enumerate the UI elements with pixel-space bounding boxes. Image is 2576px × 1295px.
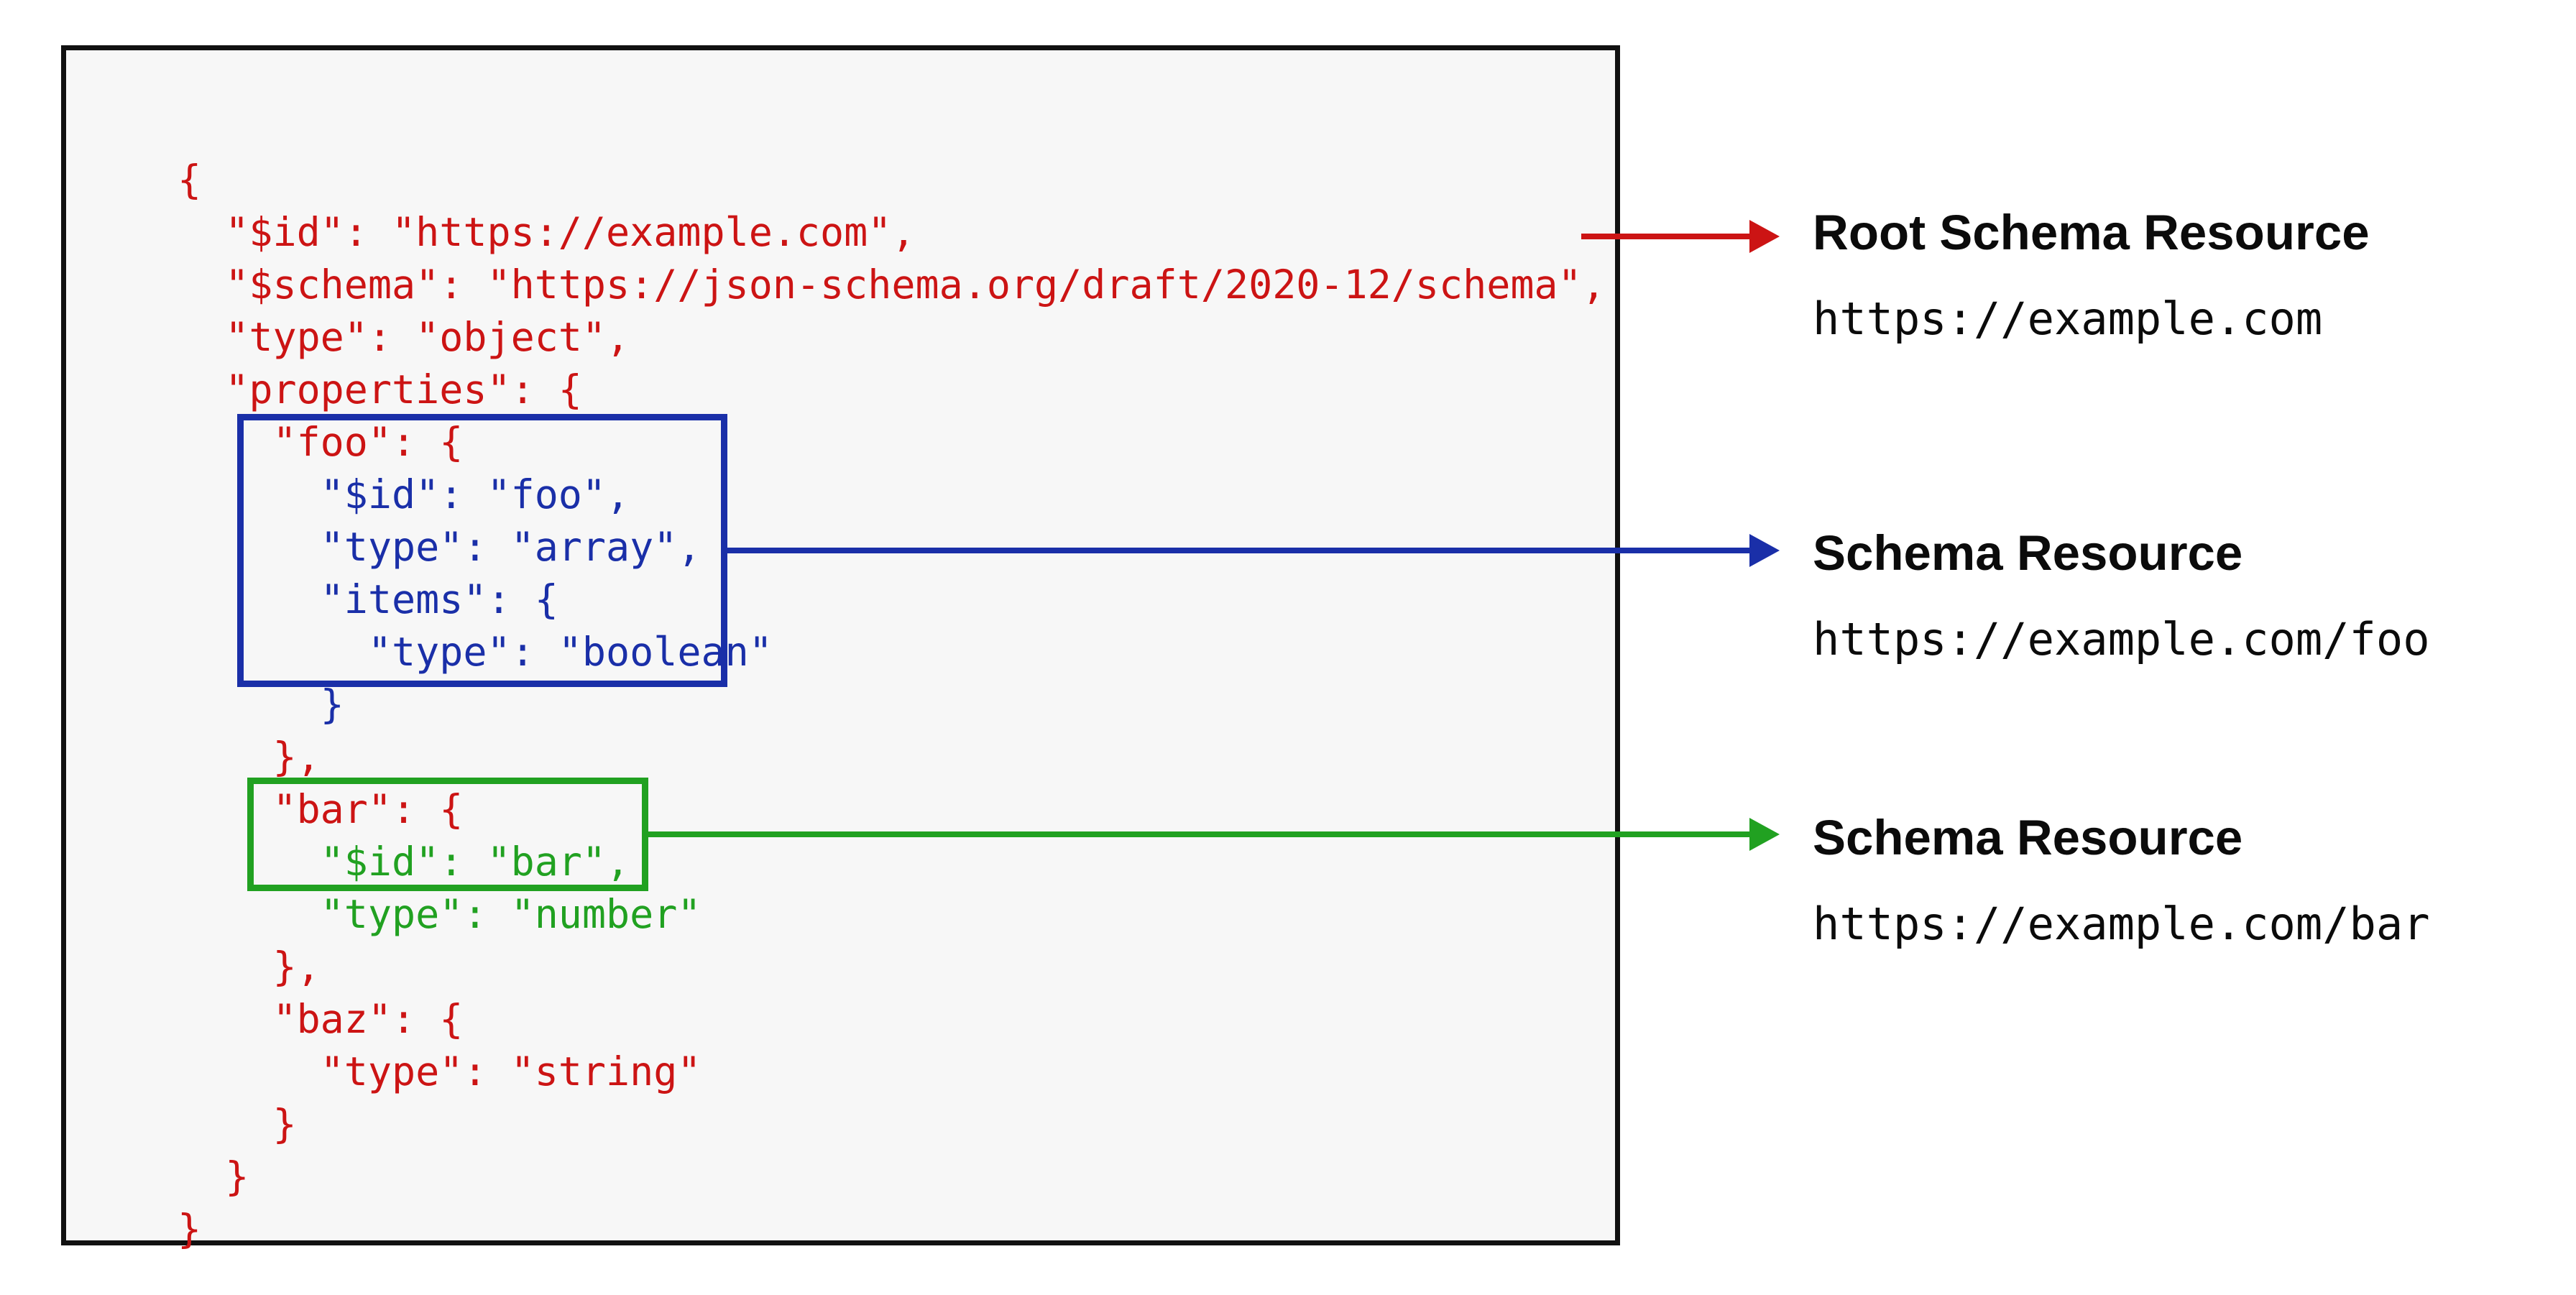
code-line: "type": "boolean"	[178, 629, 773, 675]
code-line: }	[178, 1101, 297, 1147]
root-schema-arrow	[1581, 220, 1780, 253]
bar-schema-resource-outline	[247, 778, 648, 891]
code-line: "type": "number"	[178, 891, 702, 937]
code-line: }	[178, 1153, 249, 1199]
arrow-shaft	[648, 831, 1752, 837]
annotation-url: https://example.com/foo	[1813, 613, 2430, 665]
code-line: "bar": {	[178, 786, 464, 832]
schema-json-code: { "$id": "https://example.com", "$schema…	[178, 154, 1606, 1255]
code-line: "type": "array",	[178, 524, 702, 570]
code-line: "baz": {	[178, 996, 464, 1042]
code-line: },	[178, 944, 321, 990]
foo-schema-resource-outline	[237, 414, 727, 687]
code-line: "properties": {	[178, 367, 582, 413]
annotation-url: https://example.com	[1813, 292, 2323, 345]
schema-code-panel: { "$id": "https://example.com", "$schema…	[61, 45, 1620, 1252]
code-line: "type": "string"	[178, 1049, 702, 1094]
annotation-title: Schema Resource	[1813, 810, 2243, 865]
arrow-head-icon	[1749, 818, 1780, 851]
arrow-head-icon	[1749, 220, 1780, 253]
code-line: "$id": "foo",	[178, 471, 630, 517]
code-line: }	[178, 1206, 202, 1252]
code-line: }	[178, 681, 344, 727]
code-line: "$id": "https://example.com",	[178, 209, 916, 255]
code-line: "$schema": "https://json-schema.org/draf…	[178, 262, 1606, 308]
arrow-shaft	[727, 548, 1752, 553]
bar-schema-arrow	[648, 818, 1780, 851]
code-line: "items": {	[178, 576, 558, 622]
annotation-bar-schema-resource: Schema Resource https://example.com/bar	[1813, 805, 2567, 949]
annotation-root-schema-resource: Root Schema Resource https://example.com	[1813, 200, 2567, 344]
arrow-head-icon	[1749, 534, 1780, 567]
annotation-url: https://example.com/bar	[1813, 898, 2430, 950]
code-line: },	[178, 734, 321, 780]
code-line: {	[178, 157, 202, 203]
code-line: "type": "object",	[178, 314, 630, 360]
annotation-title: Schema Resource	[1813, 525, 2243, 581]
arrow-shaft	[1581, 234, 1752, 239]
annotation-foo-schema-resource: Schema Resource https://example.com/foo	[1813, 520, 2567, 665]
annotation-title: Root Schema Resource	[1813, 205, 2370, 260]
foo-schema-arrow	[727, 534, 1780, 567]
code-line: "$id": "bar",	[178, 839, 630, 885]
code-line: "foo": {	[178, 419, 464, 465]
